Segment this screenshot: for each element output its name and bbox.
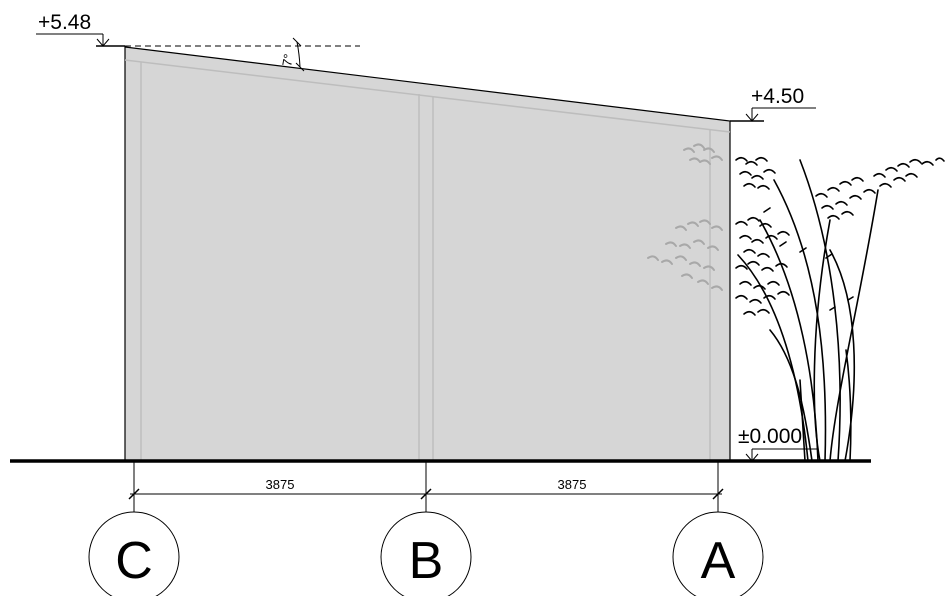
dimension-label-b-a: 3875 [558, 477, 587, 492]
dimension-label-c-b: 3875 [266, 477, 295, 492]
level-label-top-left: +5.48 [38, 11, 91, 34]
dimension-chain [128, 461, 724, 512]
level-marker-ground: ±0.000 [738, 425, 818, 462]
axis-bubble-a: A [672, 511, 764, 596]
axis-bubble-b: B [380, 511, 472, 596]
axis-label-a: A [701, 532, 736, 590]
roof-angle-annotation: 7° [125, 37, 360, 72]
wall-panel [124, 46, 731, 462]
axis-label-b: B [409, 532, 444, 590]
plant-shadow-illustration [647, 143, 723, 291]
level-label-top-right: +4.50 [751, 85, 804, 108]
plant-grass-illustration [735, 156, 945, 462]
level-label-ground: ±0.000 [738, 425, 802, 448]
level-marker-top-left: +5.48 [36, 11, 125, 47]
axis-bubble-c: C [88, 511, 180, 596]
axis-label-c: C [115, 532, 153, 590]
level-marker-top-right: +4.50 [730, 85, 816, 122]
wall-elevation [124, 46, 731, 462]
roof-angle-label: 7° [279, 53, 296, 68]
